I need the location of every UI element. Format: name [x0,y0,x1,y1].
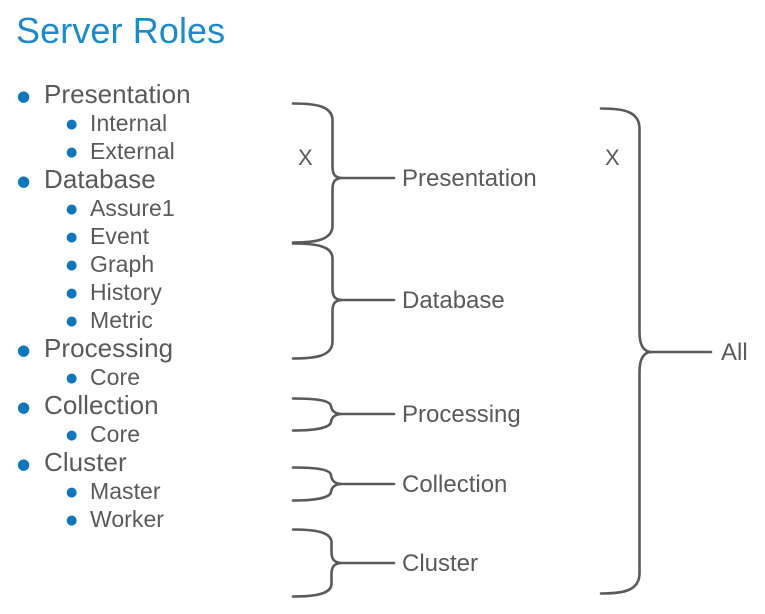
list-item-label: Cluster [44,447,127,477]
brace-label-processing: Processing [402,401,521,428]
bullet-icon: ● [66,202,78,217]
bullet-icon: ● [17,87,31,105]
list-item-master: ● Master [0,477,275,505]
list-item-label: Processing [44,333,174,363]
server-roles-outline: ● Presentation ● Internal ● External ● D… [0,80,275,533]
list-item-collection-core: ● Core [0,420,275,448]
list-item-event: ● Event [0,222,275,250]
brace-cluster [291,528,343,598]
list-item-presentation: ● Presentation [0,80,275,109]
list-item-collection: ● Collection [0,391,275,420]
brace-label-cluster: Cluster [402,550,479,577]
multiplier-label-left: X [298,145,313,170]
bullet-icon: ● [66,230,78,245]
list-item-processing: ● Processing [0,334,275,363]
list-item-external: ● External [0,137,275,165]
list-item-label: Database [44,164,156,194]
list-item-worker: ● Worker [0,505,275,533]
list-item-label: Metric [90,307,153,333]
list-item-label: Assure1 [90,195,175,221]
bullet-icon: ● [66,314,78,329]
brace-presentation [291,102,344,244]
multiplier-label-right: X [605,145,620,170]
brace-label-collection: Collection [402,471,508,498]
page-title: Server Roles [16,10,226,51]
list-item-label: Internal [90,110,168,136]
list-item-label: Event [90,223,150,249]
list-item-cluster: ● Cluster [0,448,275,477]
bullet-icon: ● [66,286,78,301]
list-item-graph: ● Graph [0,250,275,278]
list-item-database: ● Database [0,165,275,194]
list-item-label: Core [90,421,141,447]
list-item-assure1: ● Assure1 [0,194,275,222]
list-item-history: ● History [0,278,275,306]
bullet-icon: ● [17,398,31,416]
bullet-icon: ● [66,145,78,160]
bullet-icon: ● [17,341,31,359]
brace-all [599,107,653,595]
brace-label-database: Database [402,287,505,314]
bullet-icon: ● [66,371,78,386]
list-item-label: Core [90,364,141,390]
bullet-icon: ● [66,258,78,273]
bullet-icon: ● [66,513,78,528]
bullet-icon: ● [66,117,78,132]
list-item-label: Master [90,478,161,504]
list-item-label: Presentation [44,79,191,109]
brace-label-all: All [721,339,748,366]
list-item-label: Worker [90,506,164,532]
list-item-metric: ● Metric [0,306,275,334]
list-item-label: Graph [90,251,155,277]
list-item-label: History [90,279,162,305]
brace-processing [291,397,343,432]
bullet-icon: ● [17,172,31,190]
list-item-processing-core: ● Core [0,363,275,391]
bullet-icon: ● [66,428,78,443]
bullet-icon: ● [17,455,31,473]
brace-label-presentation: Presentation [402,165,537,192]
list-item-label: External [90,138,175,164]
brace-collection [291,466,343,502]
list-item-label: Collection [44,390,159,420]
brace-database [291,242,344,360]
bullet-icon: ● [66,485,78,500]
list-item-internal: ● Internal [0,109,275,137]
